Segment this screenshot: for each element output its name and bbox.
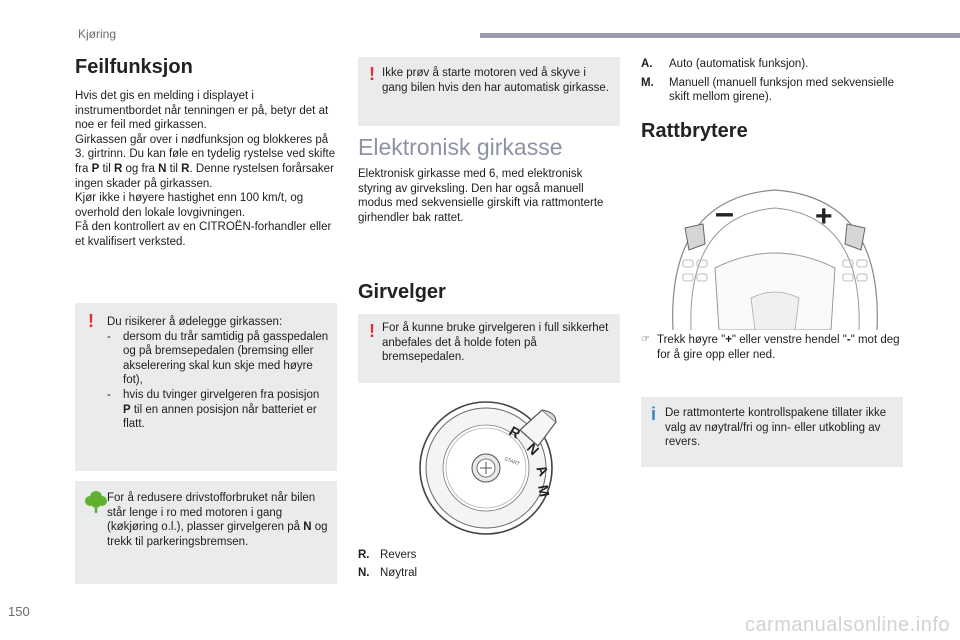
knob-label-m: M — [535, 484, 553, 498]
eco-text: For å redusere drivstofforbruket når bil… — [107, 492, 328, 548]
section-label: Kjøring — [78, 27, 117, 41]
knob-start-label: START — [503, 456, 520, 467]
warning-box-brake: ! For å kunne bruke girvelgeren i full s… — [358, 314, 620, 383]
page-number: 150 — [8, 604, 30, 619]
gear-definitions-am: A.Auto (automatisk funksjon). M.Manuell … — [641, 57, 896, 105]
paddle-minus-label: – — [715, 194, 734, 232]
warning-icon: ! — [88, 311, 94, 331]
warning-icon: ! — [369, 321, 375, 341]
info-icon: i — [651, 404, 657, 424]
steering-wheel-illustration: – + — [672, 189, 878, 330]
title-elektronisk-girkasse: Elektronisk girkasse — [358, 134, 563, 160]
definition-row: R.Revers — [358, 549, 417, 561]
malfunction-text: Hvis det gis en melding i displayet i in… — [75, 90, 336, 248]
definition-row: A.Auto (automatisk funksjon). — [641, 58, 809, 70]
arrow-bullet-icon: ☞ — [641, 334, 650, 345]
title-feilfunksjon: Feilfunksjon — [75, 56, 193, 78]
info-box-paddles: i De rattmonterte kontrollspakene tillat… — [641, 397, 903, 467]
definition-row: N.Nøytral — [358, 566, 418, 579]
warning-box-gearbox: ! Du risikerer å ødelegge girkassen: der… — [75, 303, 337, 471]
warning-icon: ! — [369, 64, 375, 84]
leaf-icon — [85, 491, 107, 513]
title-rattbrytere: Rattbrytere — [641, 120, 748, 142]
eco-box: For å redusere drivstofforbruket når bil… — [75, 481, 337, 584]
gearbox-intro: Elektronisk girkasse med 6, med elektron… — [358, 168, 604, 224]
gear-definitions-rn: R.Revers N.Nøytral — [358, 548, 613, 580]
header-bar — [480, 33, 960, 38]
watermark: carmanualsonline.info — [744, 614, 950, 636]
paddle-plus-label: + — [815, 200, 833, 233]
paddle-instruction: ☞ Trekk høyre "+" eller venstre hendel "… — [641, 334, 900, 361]
title-girvelger: Girvelger — [358, 281, 446, 303]
definition-row: M.Manuell (manuell funksjon med sekvensi… — [641, 76, 895, 104]
gear-selector-illustration: R N A M START — [419, 401, 557, 535]
warning-box-push-start: ! Ikke prøv å starte motoren ved å skyve… — [358, 57, 620, 126]
